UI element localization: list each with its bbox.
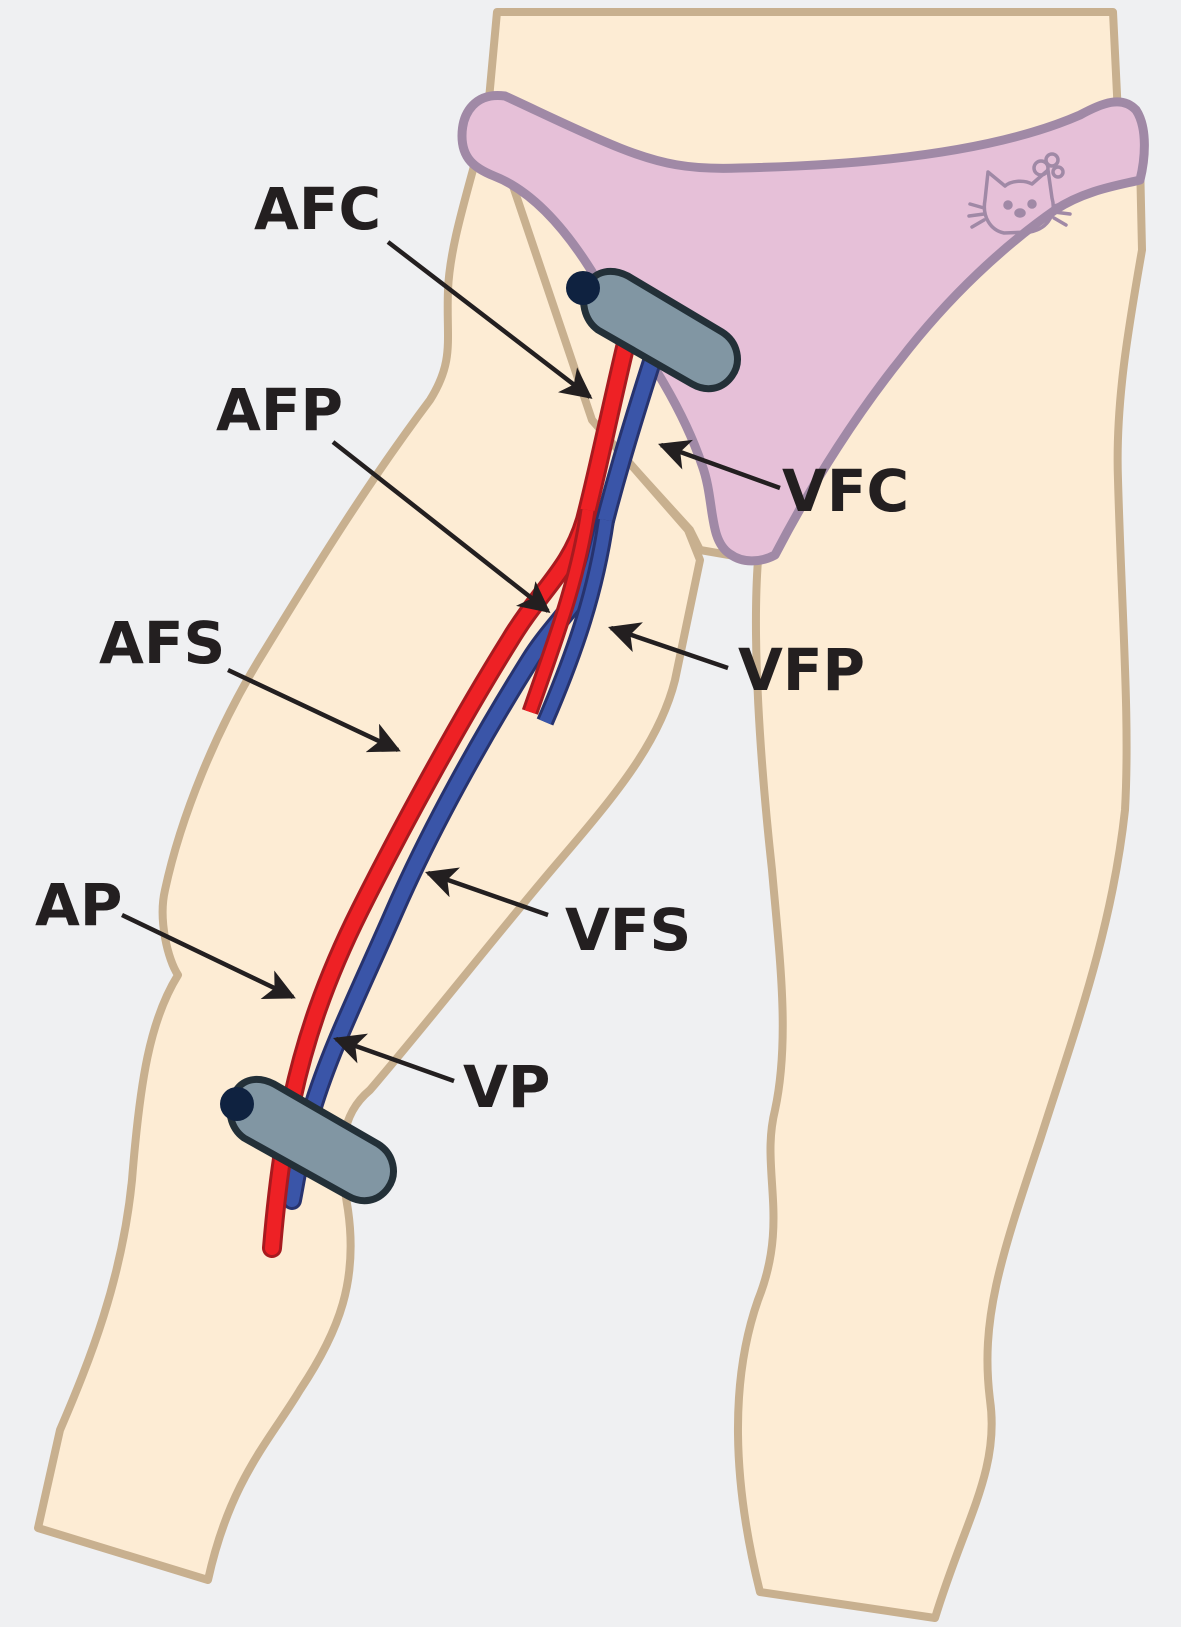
label-ap: AP [35, 871, 122, 939]
label-afp: AFP [216, 376, 343, 444]
label-vfc: VFC [782, 457, 909, 525]
label-afc: AFC [254, 175, 381, 243]
label-afs: AFS [99, 609, 225, 677]
upper-clamp-cap [566, 271, 600, 305]
label-vp: VP [463, 1053, 550, 1121]
lower-clamp-cap [220, 1087, 254, 1121]
label-vfp: VFP [738, 636, 865, 704]
label-vfs: VFS [565, 896, 691, 964]
